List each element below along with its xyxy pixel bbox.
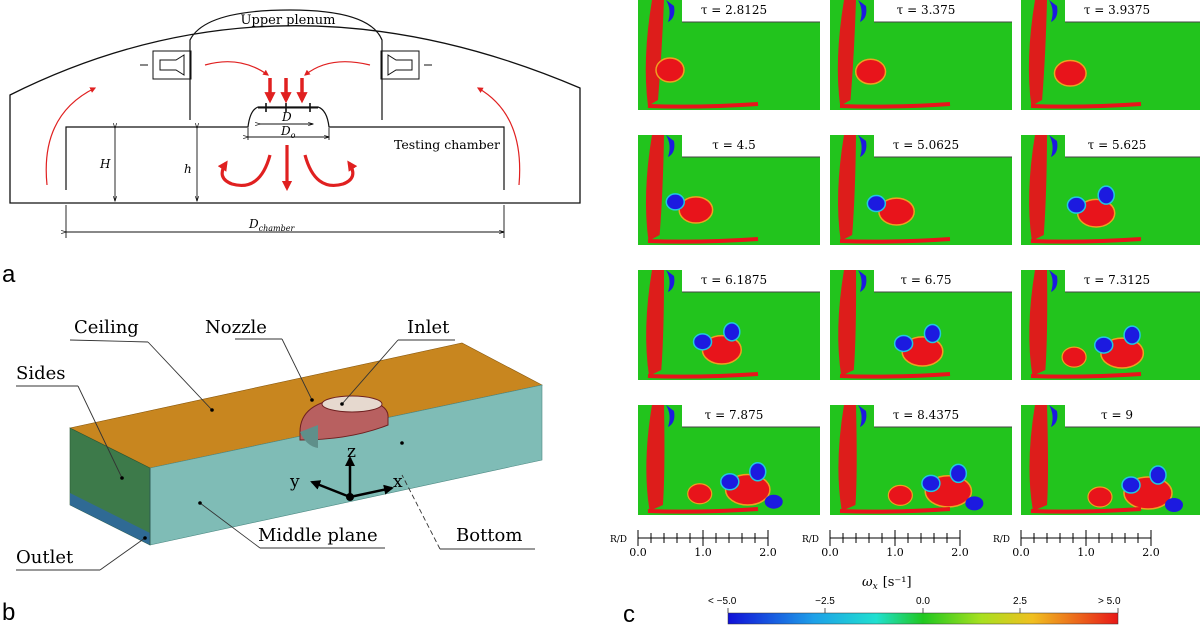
- vorticity-frame: τ = 9: [1021, 405, 1200, 515]
- vorticity-frame: τ = 4.5: [638, 135, 820, 245]
- vorticity-frame: τ = 6.1875: [638, 270, 820, 380]
- panel-letter-b: b: [2, 599, 15, 626]
- scale-bar-tick: 1.0: [886, 546, 904, 559]
- scale-bar: R/D0.0 1.0 2.0: [610, 530, 777, 559]
- dimension-lines: [66, 124, 504, 238]
- tau-label: τ = 6.1875: [701, 273, 767, 287]
- testing-chamber-label: Testing chamber: [394, 137, 500, 152]
- bottom-label: Bottom: [456, 525, 522, 546]
- leader-dots: [120, 398, 404, 540]
- scale-bar: R/D0.0 1.0 2.0: [993, 530, 1160, 559]
- colorbar-title: ωx[s⁻¹]: [862, 575, 912, 592]
- dimension-Dchamber-label: Dchamber: [248, 217, 295, 233]
- tau-label: τ = 2.8125: [701, 3, 767, 17]
- scale-bar-label: R/D: [802, 535, 819, 545]
- fan-left-icon: [140, 50, 192, 80]
- vorticity-frame: τ = 5.0625: [830, 135, 1012, 245]
- colorbar-tick-label: > 5.0: [1098, 596, 1121, 607]
- tau-label: τ = 4.5: [712, 138, 755, 152]
- panel-b: z y x Ceiling Nozzle Inlet Sides Outlet …: [2, 317, 543, 626]
- fan-right-icon: [380, 50, 432, 80]
- vorticity-frames: τ = 2.8125 τ = 3.375 τ = 3.9375 τ = 4.5 τ = …: [638, 0, 1200, 515]
- panel-a: Upper plenum Testing chamber D Do H h Dc…: [2, 9, 581, 288]
- upper-plenum-label: Upper plenum: [241, 13, 336, 28]
- tau-label: τ = 6.75: [900, 273, 951, 287]
- tau-label: τ = 7.875: [705, 408, 764, 422]
- middle-plane-label: Middle plane: [258, 525, 378, 546]
- plenum-flow-arrows: [204, 61, 371, 76]
- tau-label: τ = 3.375: [897, 3, 956, 17]
- colorbar-tick-label: 0.0: [916, 596, 930, 607]
- vorticity-frame: τ = 2.8125: [638, 0, 820, 110]
- testing-chamber-outline: [65, 106, 505, 190]
- vorticity-frame: τ = 3.375: [830, 0, 1012, 110]
- leader-lines: [16, 338, 535, 571]
- axis-x-label: x: [393, 472, 403, 492]
- scale-bar-tick: 0.0: [1012, 546, 1030, 559]
- scale-bar-tick: 2.0: [759, 546, 777, 559]
- colorbar: [727, 612, 1119, 625]
- upper-plenum-outline: [189, 9, 383, 120]
- vorticity-frame: τ = 7.875: [638, 405, 820, 515]
- dimension-h-label: h: [184, 162, 192, 176]
- outlet-label: Outlet: [16, 547, 74, 568]
- tau-label: τ = 5.0625: [893, 138, 959, 152]
- vorticity-frame: τ = 6.75: [830, 270, 1012, 380]
- tau-label: τ = 5.625: [1088, 138, 1147, 152]
- sides-label: Sides: [16, 363, 66, 384]
- axis-z-label: z: [347, 442, 356, 462]
- vorticity-frame: τ = 5.625: [1021, 135, 1200, 245]
- scale-bar-tick: 0.0: [821, 546, 839, 559]
- tau-label: τ = 7.3125: [1084, 273, 1150, 287]
- ceiling-label: Ceiling: [74, 317, 139, 338]
- colorbar-tick-label: 2.5: [1013, 596, 1027, 607]
- return-flow-arrows: [45, 87, 521, 186]
- vorticity-frame: τ = 7.3125: [1021, 270, 1200, 380]
- dimension-D-label: D: [281, 110, 292, 124]
- scale-bar-tick: 1.0: [1077, 546, 1095, 559]
- nozzle-label: Nozzle: [205, 317, 267, 338]
- scale-bar-tick: 1.0: [694, 546, 712, 559]
- jet-vortex-arrows: [217, 145, 358, 192]
- dimension-Do-label: Do: [280, 124, 296, 140]
- panel-letter-a: a: [2, 261, 16, 288]
- chamber-dome-outline: [9, 25, 581, 204]
- dimension-H-label: H: [99, 157, 111, 171]
- colorbar-tick-label: −2.5: [815, 596, 835, 607]
- scale-bar-label: R/D: [993, 535, 1010, 545]
- tau-label: τ = 8.4375: [893, 408, 959, 422]
- nozzle-inflow-arrows: [264, 78, 308, 104]
- panel-letter-c: c: [623, 601, 635, 627]
- axis-y-label: y: [289, 472, 300, 492]
- colorbar-ticks: [727, 608, 1119, 613]
- outlet-strip: [70, 493, 150, 545]
- vorticity-frame: τ = 3.9375: [1021, 0, 1200, 110]
- tau-label: τ = 3.9375: [1084, 3, 1150, 17]
- scale-bar-tick: 0.0: [629, 546, 647, 559]
- nozzle-icon: [299, 395, 389, 448]
- scale-bar: R/D0.0 1.0 2.0: [802, 530, 969, 559]
- coordinate-axes: [310, 456, 394, 499]
- nozzle-holes: [265, 103, 311, 112]
- vorticity-frame: τ = 8.4375: [830, 405, 1012, 515]
- tau-label: τ = 9: [1101, 408, 1133, 422]
- scale-bar-label: R/D: [610, 535, 627, 545]
- colorbar-tick-label: < −5.0: [708, 596, 737, 607]
- inlet-label: Inlet: [407, 317, 450, 338]
- panel-c: τ = 2.8125 τ = 3.375 τ = 3.9375 τ = 4.5 τ = …: [610, 0, 1200, 627]
- scale-bar-tick: 2.0: [951, 546, 969, 559]
- scale-bar-tick: 2.0: [1142, 546, 1160, 559]
